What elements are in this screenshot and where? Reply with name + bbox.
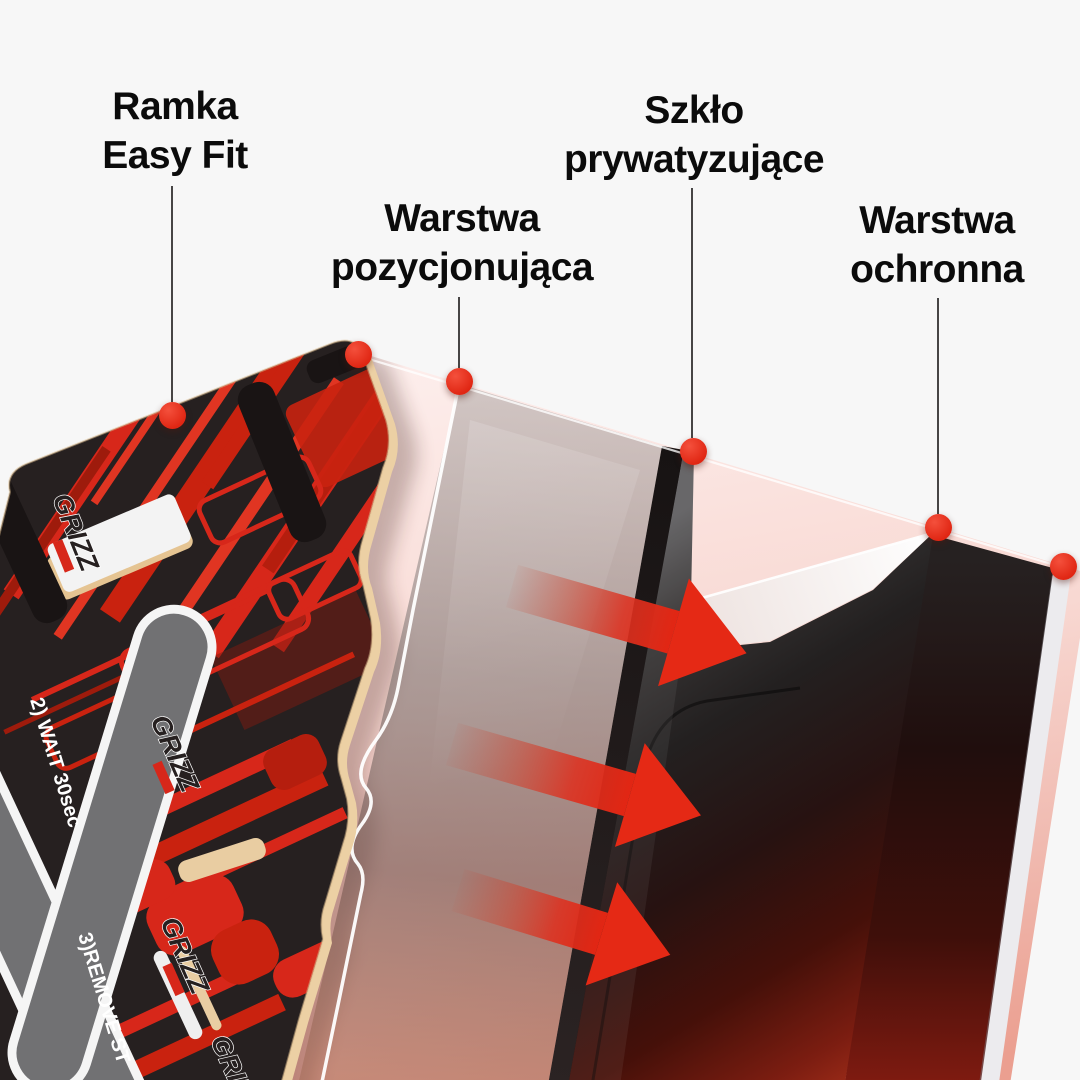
marker-dot-privacy-glass: [680, 438, 707, 465]
leader-line-easy-fit-frame: [171, 186, 173, 402]
callout-line: Szkło: [644, 89, 744, 132]
marker-dot-frame-edge: [159, 402, 186, 429]
flow-arrow: [505, 564, 747, 687]
callout-line: Warstwa: [859, 199, 1015, 242]
leader-line-protective-layer: [937, 298, 939, 514]
callout-line: pozycjonująca: [330, 246, 594, 289]
flow-arrow: [445, 722, 701, 847]
flow-arrow: [451, 868, 671, 986]
callout-line: Ramka: [112, 85, 238, 128]
x-sticker: 2) WAIT 30sec 3)REMOVE ST: [0, 604, 217, 1080]
protective-layer-bevel: [691, 533, 933, 649]
marker-dot-protective-layer: [925, 514, 952, 541]
wood-tab: [178, 837, 266, 883]
marker-dot-positioning-layer: [446, 368, 473, 395]
callout-protective-layer: Warstwa ochronna: [757, 196, 1080, 294]
callout-privacy-glass: Szkło prywatyzujące: [514, 86, 874, 184]
callout-line: Warstwa: [384, 197, 540, 240]
easy-fit-frame-layer: 2) WAIT 30sec 3)REMOVE ST GRIZZ GRIZZ GR…: [0, 339, 398, 1080]
callout-line: ochronna: [850, 248, 1024, 291]
bevel-highlight: [690, 531, 934, 603]
protective-layer-side-edge: [981, 564, 1071, 1080]
protective-layer-sheet: [845, 535, 1071, 1080]
marker-dot-frame-corner: [345, 341, 372, 368]
positioning-layer-edge-with-tab: [320, 383, 461, 1080]
alignment-tab: [237, 381, 327, 543]
callout-line: Easy Fit: [102, 134, 248, 177]
callout-positioning-layer: Warstwa pozycjonująca: [282, 194, 642, 292]
camera-slot-cutout: [47, 494, 193, 600]
marker-dot-stack-end: [1050, 553, 1077, 580]
alignment-tab: [0, 472, 68, 624]
callout-line: prywatyzujące: [563, 138, 825, 181]
callout-easy-fit-frame: Ramka Easy Fit: [0, 82, 355, 180]
applicator-stick: [176, 946, 222, 1031]
leader-line-privacy-glass: [691, 188, 693, 438]
leader-line-positioning-layer: [458, 297, 460, 368]
